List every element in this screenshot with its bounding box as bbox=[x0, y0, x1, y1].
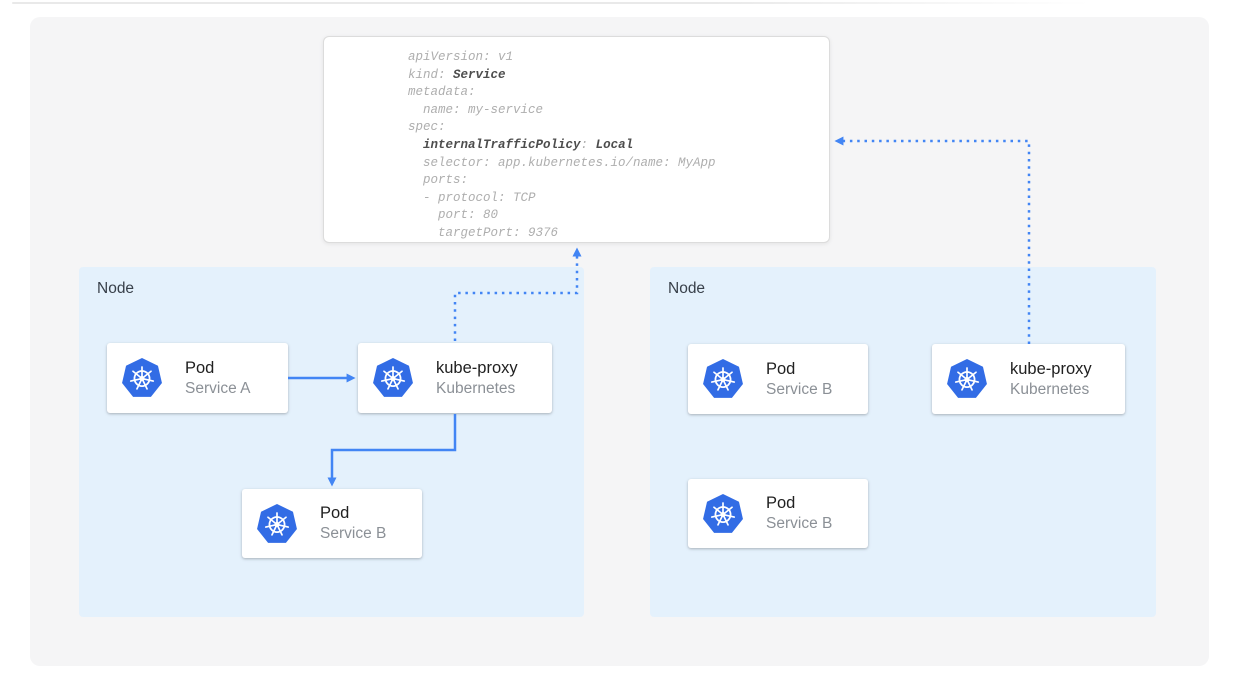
card-subtitle: Service B bbox=[766, 515, 833, 532]
kubernetes-icon bbox=[946, 358, 988, 399]
card-subtitle: Service B bbox=[320, 525, 387, 542]
kubernetes-icon bbox=[702, 358, 744, 399]
card-text: Pod Service B bbox=[766, 359, 832, 400]
kubernetes-icon bbox=[372, 357, 414, 398]
card-title: kube-proxy bbox=[436, 358, 518, 377]
card-text: Pod Service A bbox=[185, 358, 250, 399]
card-subtitle: Service A bbox=[185, 379, 251, 397]
card-text: Pod Service B bbox=[320, 503, 386, 544]
card-text: kube-proxy Kubernetes bbox=[436, 358, 518, 399]
node-box-left: Node Pod Service A kube-proxy Kubernetes… bbox=[79, 267, 584, 617]
card-title: Pod bbox=[766, 359, 796, 378]
node-label: Node bbox=[97, 280, 135, 297]
pod-card-service-b: Pod Service B bbox=[688, 344, 868, 414]
card-title: Pod bbox=[185, 358, 215, 377]
pod-card-service-a: Pod Service A bbox=[107, 343, 288, 413]
kube-proxy-card: kube-proxy Kubernetes bbox=[358, 343, 552, 413]
kubernetes-icon bbox=[121, 357, 163, 398]
top-hairline bbox=[12, 2, 1090, 4]
node-label: Node bbox=[668, 280, 706, 297]
card-title: Pod bbox=[766, 494, 796, 512]
card-title: kube-proxy bbox=[1010, 359, 1092, 378]
card-text: kube-proxy Kubernetes bbox=[1010, 359, 1092, 400]
card-subtitle: Service B bbox=[766, 380, 833, 398]
node-box-right: Node Pod Service B kube-proxy Kubernetes… bbox=[650, 267, 1156, 617]
card-text: Pod Service B bbox=[766, 493, 832, 534]
kubernetes-icon bbox=[256, 502, 298, 544]
pod-card-service-b: Pod Service B bbox=[688, 479, 868, 548]
card-subtitle: Kubernetes bbox=[436, 379, 516, 397]
card-subtitle: Kubernetes bbox=[1010, 380, 1090, 398]
card-title: Pod bbox=[320, 504, 350, 522]
kube-proxy-card: kube-proxy Kubernetes bbox=[932, 344, 1125, 414]
kubernetes-icon bbox=[702, 492, 744, 534]
pod-card-service-b: Pod Service B bbox=[242, 489, 422, 558]
